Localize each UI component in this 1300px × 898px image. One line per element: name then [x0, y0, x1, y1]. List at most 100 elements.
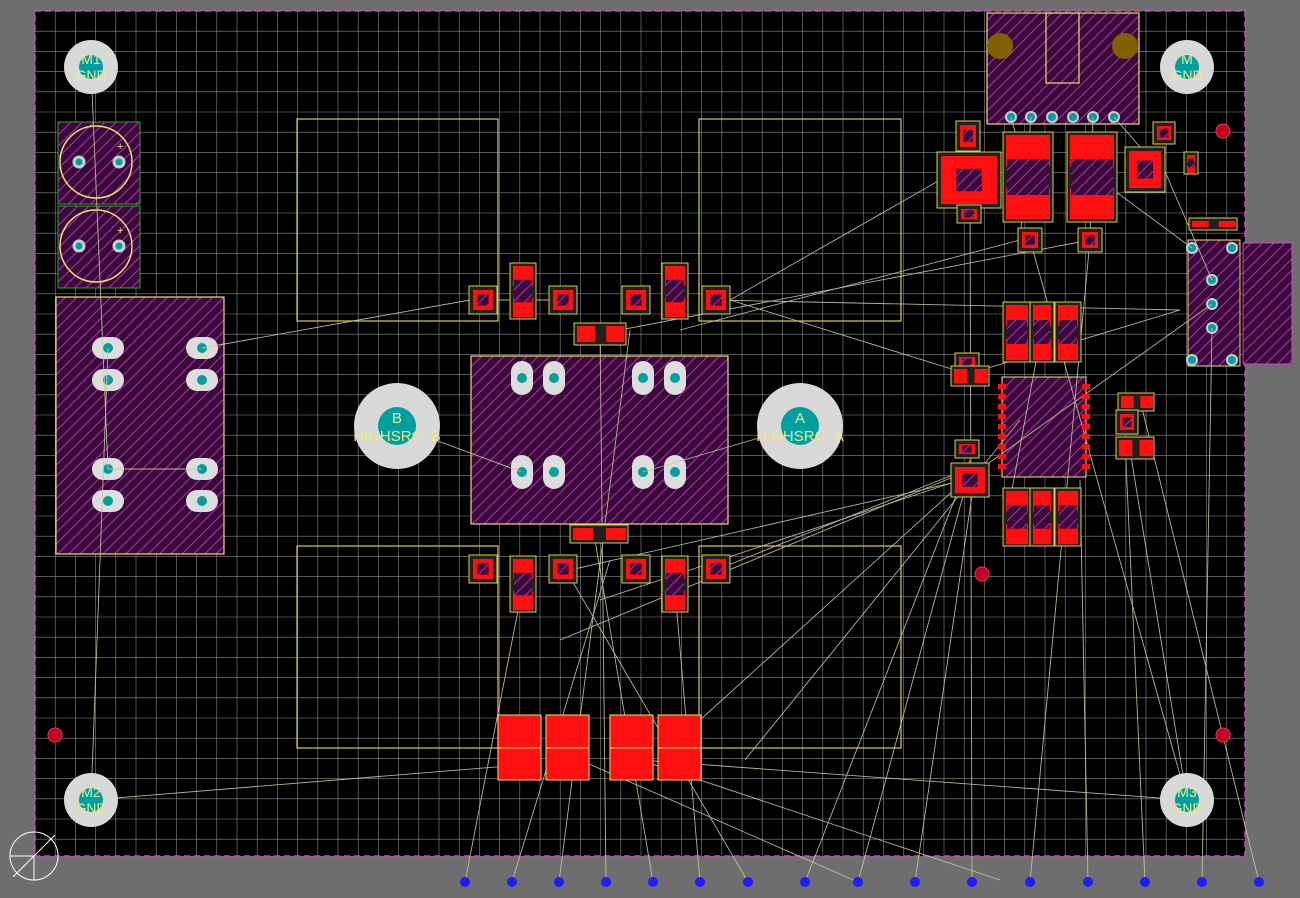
- ic-pin: [998, 404, 1006, 409]
- ic-pin: [998, 454, 1006, 459]
- smd-part[interactable]: [621, 285, 651, 315]
- ic-pin: [998, 424, 1006, 429]
- ic-mcu[interactable]: [1001, 376, 1087, 478]
- unplaced-pin[interactable]: [1025, 877, 1035, 887]
- ic-pin: [1082, 384, 1090, 389]
- smd-part[interactable]: [701, 285, 731, 315]
- smd-part[interactable]: [1029, 301, 1055, 363]
- usb-connector[interactable]: [986, 12, 1140, 125]
- smd-part[interactable]: [621, 554, 651, 584]
- polarity-mark-2: +: [117, 225, 123, 237]
- smd-part[interactable]: [1002, 487, 1032, 547]
- smd-part[interactable]: [955, 120, 981, 152]
- ic-pin: [1082, 444, 1090, 449]
- ic-pin: [1082, 414, 1090, 419]
- unplaced-pin[interactable]: [967, 877, 977, 887]
- smd-part[interactable]: [936, 151, 1002, 209]
- mount-hole-m1-id: M1: [81, 51, 101, 67]
- smd-part[interactable]: [950, 365, 990, 387]
- mount-hole-m2[interactable]: M2 GND: [64, 773, 118, 827]
- test-point-b[interactable]: B HIGHSRC_B: [353, 383, 441, 469]
- mount-hole-m[interactable]: M GND: [1160, 40, 1214, 94]
- smd-part[interactable]: [548, 554, 578, 584]
- unplaced-pin[interactable]: [507, 877, 517, 887]
- ic-pin: [998, 414, 1006, 419]
- ic-pin: [1082, 404, 1090, 409]
- test-point-b-id: B: [392, 410, 402, 427]
- smd-part[interactable]: [1188, 217, 1238, 231]
- unplaced-pin[interactable]: [1254, 877, 1264, 887]
- smd-part[interactable]: [1117, 392, 1155, 412]
- mount-hole-m3-net: GND: [1171, 800, 1202, 816]
- unplaced-pin[interactable]: [1197, 877, 1207, 887]
- smd-part[interactable]: [1054, 487, 1082, 547]
- smd-part[interactable]: [1183, 151, 1199, 175]
- ic-pin: [1082, 434, 1090, 439]
- origin-crosshair-icon: [9, 831, 59, 881]
- smd-part[interactable]: [1002, 131, 1054, 223]
- smd-part[interactable]: [468, 285, 498, 315]
- connector-left-top[interactable]: [57, 121, 141, 205]
- mount-hole-m-net: GND: [1171, 67, 1202, 83]
- smd-components[interactable]: [468, 120, 1238, 613]
- unplaced-pin[interactable]: [648, 877, 658, 887]
- smd-part[interactable]: [468, 554, 498, 584]
- power-pads[interactable]: [497, 714, 702, 781]
- smd-part[interactable]: [573, 322, 627, 346]
- mount-hole-m1-net: GND: [75, 67, 106, 83]
- smd-part[interactable]: [1124, 146, 1166, 193]
- unplaced-pin[interactable]: [695, 877, 705, 887]
- ic-pin: [998, 434, 1006, 439]
- polarity-mark-1: +: [117, 141, 123, 153]
- mount-hole-m3[interactable]: M3 GND: [1160, 773, 1214, 827]
- mount-hole-m-id: M: [1181, 51, 1193, 67]
- smd-part[interactable]: [1152, 121, 1176, 145]
- unplaced-pin[interactable]: [853, 877, 863, 887]
- smd-part[interactable]: [1017, 227, 1043, 253]
- test-point-a[interactable]: A HIGHSRC_A: [756, 383, 844, 469]
- smd-part[interactable]: [1066, 131, 1118, 223]
- ic-pin: [998, 444, 1006, 449]
- ic-pin: [998, 384, 1006, 389]
- board-outline: [34, 10, 1246, 857]
- smd-part[interactable]: [1054, 301, 1082, 363]
- unplaced-pin[interactable]: [1140, 877, 1150, 887]
- mount-hole-m3-id: M3: [1177, 784, 1197, 800]
- smd-part[interactable]: [661, 262, 689, 320]
- header-right[interactable]: [1186, 239, 1293, 367]
- smd-part[interactable]: [1029, 487, 1055, 547]
- test-point-a-id: A: [795, 410, 805, 427]
- smd-part[interactable]: [701, 554, 731, 584]
- courtyard-outlines: [296, 118, 902, 749]
- smd-part[interactable]: [956, 204, 982, 224]
- smd-part[interactable]: [569, 524, 629, 544]
- center-module[interactable]: [470, 355, 729, 525]
- mount-hole-m1[interactable]: M1 GND: [64, 40, 118, 94]
- ic-pin: [998, 394, 1006, 399]
- ic-pin: [1082, 464, 1090, 469]
- smd-part[interactable]: [548, 285, 578, 315]
- ic-pin: [1082, 394, 1090, 399]
- unplaced-pin[interactable]: [910, 877, 920, 887]
- unplaced-pins[interactable]: [460, 877, 1264, 887]
- unplaced-pin[interactable]: [800, 877, 810, 887]
- power-connector-left[interactable]: [55, 296, 225, 555]
- smd-part[interactable]: [661, 555, 689, 613]
- smd-part[interactable]: [1115, 436, 1155, 460]
- smd-part[interactable]: [509, 262, 537, 320]
- smd-part[interactable]: [954, 439, 980, 459]
- ic-pin: [1082, 454, 1090, 459]
- unplaced-pin[interactable]: [743, 877, 753, 887]
- board-vias[interactable]: [47, 123, 1231, 743]
- unplaced-pin[interactable]: [601, 877, 611, 887]
- smd-part[interactable]: [1077, 227, 1103, 253]
- connector-left-mid[interactable]: [57, 205, 141, 289]
- smd-part[interactable]: [1002, 301, 1032, 363]
- smd-part[interactable]: [950, 462, 990, 498]
- unplaced-pin[interactable]: [554, 877, 564, 887]
- smd-part[interactable]: [509, 555, 537, 613]
- smd-part[interactable]: [1115, 409, 1139, 435]
- unplaced-pin[interactable]: [460, 877, 470, 887]
- unplaced-pin[interactable]: [1083, 877, 1093, 887]
